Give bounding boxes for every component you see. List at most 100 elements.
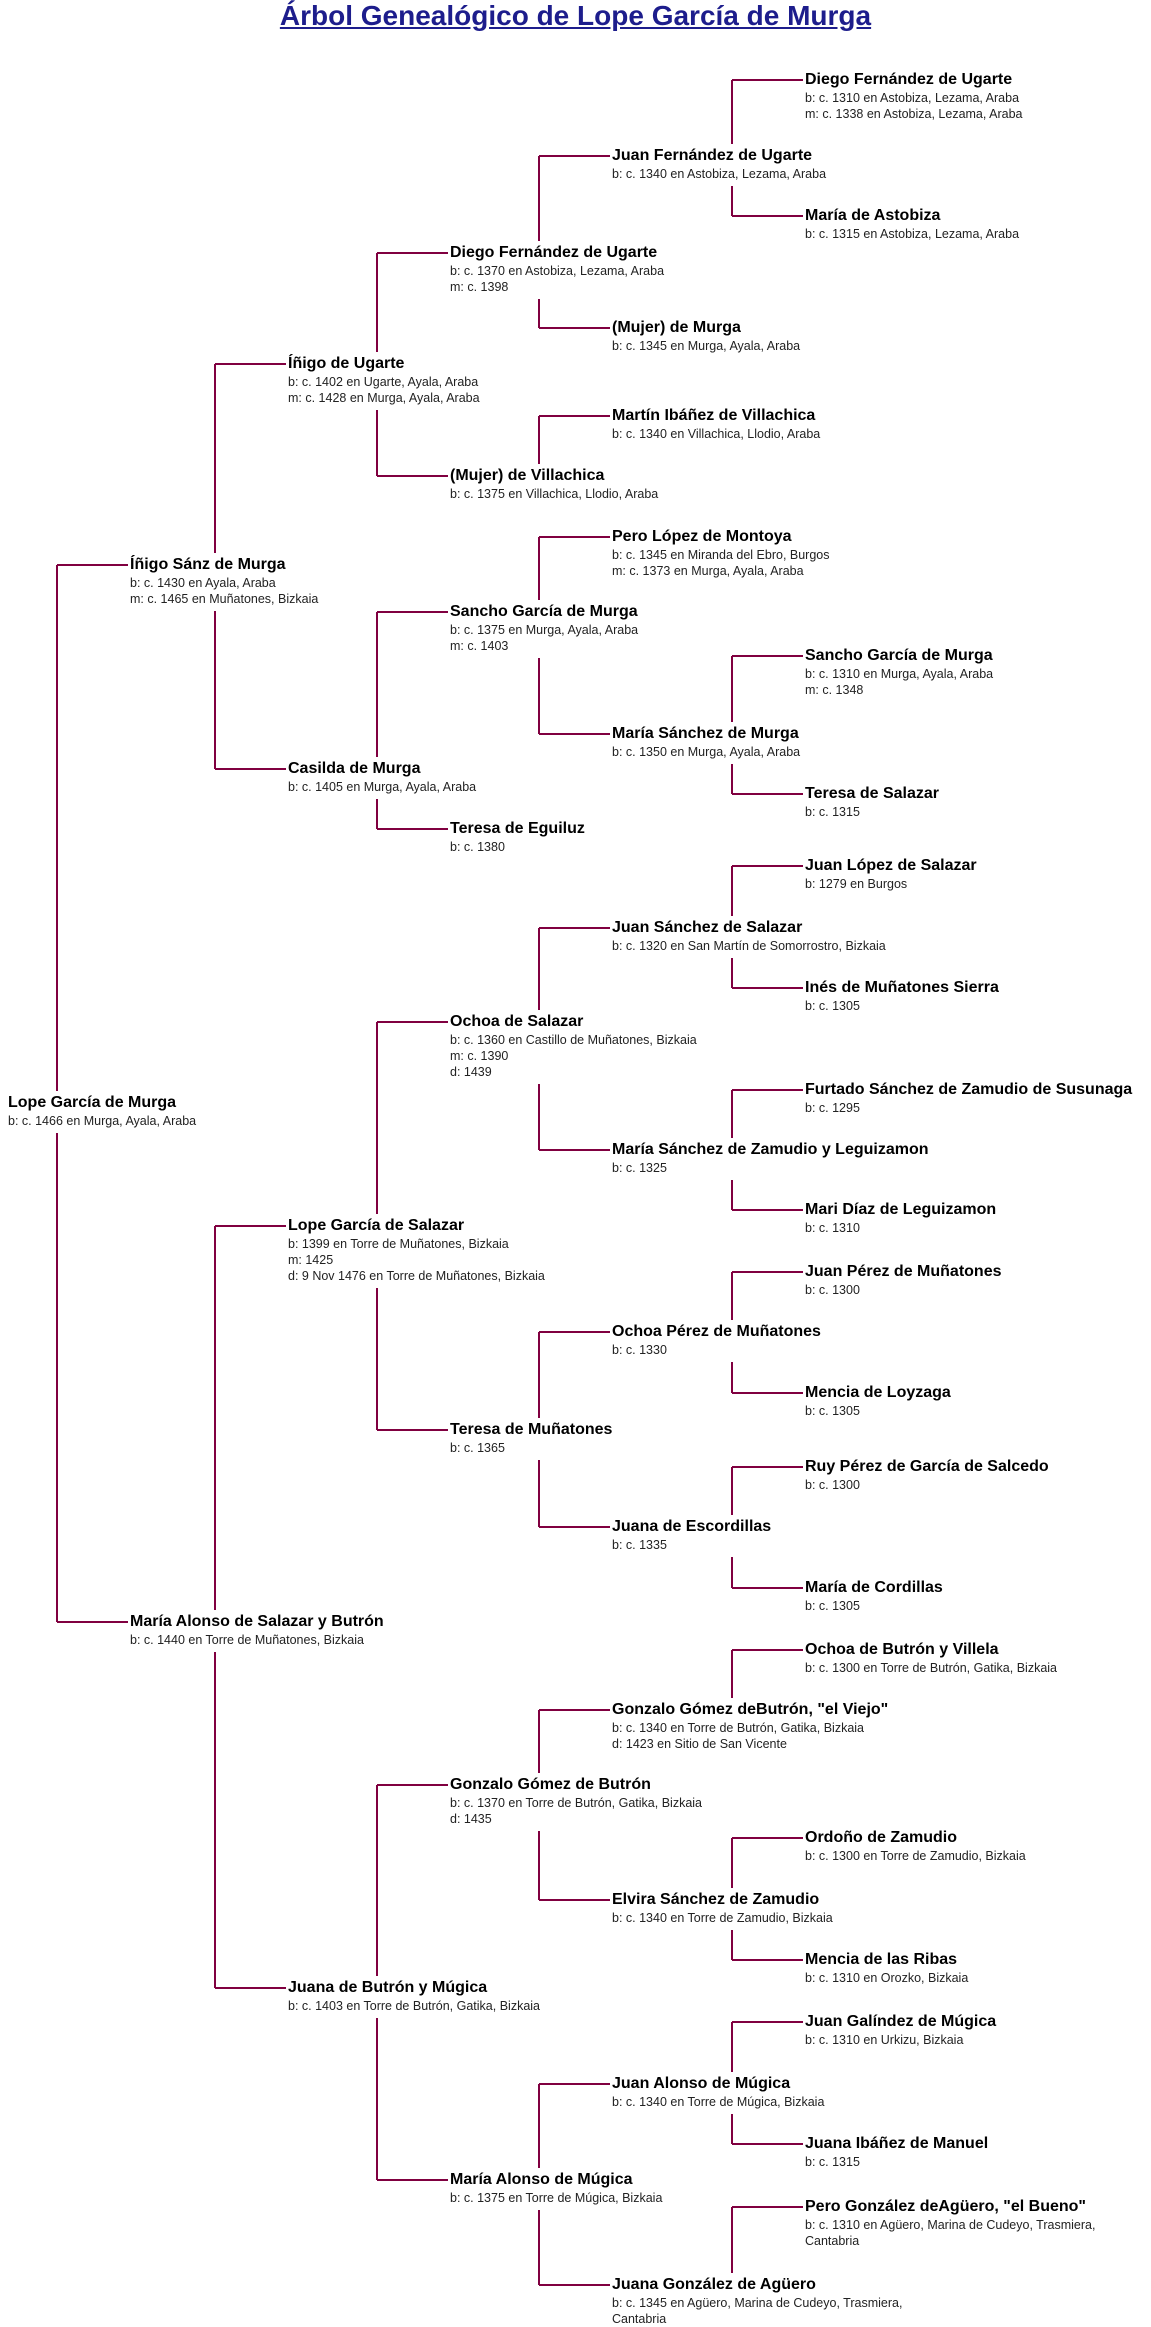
person-maria-sanchez-de-murga: María Sánchez de Murga b: c. 1350 en Murg… bbox=[612, 724, 800, 760]
person-detail: Cantabria bbox=[612, 2312, 667, 2326]
person-mujer-de-murga: (Mujer) de Murga b: c. 1345 en Murga, Aya… bbox=[612, 318, 800, 354]
person-name: Juan Fernández de Ugarte bbox=[612, 147, 813, 164]
person-name: Mencia de las Ribas bbox=[805, 1951, 958, 1968]
person-name: Juana de Escordillas bbox=[612, 1518, 772, 1535]
person-detail: b: c. 1335 bbox=[612, 1538, 667, 1552]
person-detail: b: c. 1370 en Astobiza, Lezama, Araba bbox=[450, 264, 665, 278]
person-detail: b: c. 1375 en Torre de Múgica, Bizkaia bbox=[450, 2191, 663, 2205]
person-detail: m: c. 1373 en Murga, Ayala, Araba bbox=[612, 564, 804, 578]
person-detail: m: c. 1465 en Muñatones, Bizkaia bbox=[130, 592, 319, 606]
person-detail: b: c. 1365 bbox=[450, 1441, 505, 1455]
person-detail: m: 1425 bbox=[288, 1253, 334, 1267]
person-name: Teresa de Eguiluz bbox=[450, 820, 585, 837]
person-detail: m: c. 1398 bbox=[450, 280, 509, 294]
person-name: Ochoa Pérez de Muñatones bbox=[612, 1323, 821, 1340]
person-name: Furtado Sánchez de Zamudio de Susunaga bbox=[805, 1081, 1133, 1098]
person-detail: b: c. 1330 bbox=[612, 1343, 667, 1357]
person-detail: b: c. 1350 en Murga, Ayala, Araba bbox=[612, 745, 801, 759]
person-detail: m: c. 1428 en Murga, Ayala, Araba bbox=[288, 391, 480, 405]
person-detail: d: 1439 bbox=[450, 1065, 492, 1079]
person-detail: b: c. 1340 en Villachica, Llodio, Araba bbox=[612, 427, 821, 441]
person-name: Juan Alonso de Múgica bbox=[612, 2075, 791, 2092]
person-detail: b: c. 1310 en Astobiza, Lezama, Araba bbox=[805, 91, 1020, 105]
person-detail: b: c. 1305 bbox=[805, 1404, 860, 1418]
person-name: Diego Fernández de Ugarte bbox=[805, 71, 1013, 88]
person-name: María de Astobiza bbox=[805, 207, 941, 224]
person-name: Martín Ibáñez de Villachica bbox=[612, 407, 816, 424]
person-detail: b: c. 1310 en Urkizu, Bizkaia bbox=[805, 2033, 964, 2047]
person-detail: b: c. 1315 bbox=[805, 805, 860, 819]
person-detail: b: c. 1466 en Murga, Ayala, Araba bbox=[8, 1114, 197, 1128]
person-name: Ochoa de Salazar bbox=[450, 1013, 584, 1030]
person-detail: b: c. 1345 en Miranda del Ebro, Burgos bbox=[612, 548, 830, 562]
person-detail: m: c. 1348 bbox=[805, 683, 864, 697]
page-title: Árbol Genealógico de Lope García de Murg… bbox=[279, 0, 872, 31]
person-name: Teresa de Salazar bbox=[805, 785, 940, 802]
person-diego-fernandez-de-ugarte: Diego Fernández de Ugarte b: c. 1310 en A… bbox=[805, 70, 1023, 122]
person-inigo-de-ugarte: Íñigo de Ugarte b: c. 1402 en Ugarte, Aya… bbox=[288, 354, 480, 406]
person-name: María de Cordillas bbox=[805, 1579, 943, 1596]
person-name: (Mujer) de Murga bbox=[612, 319, 741, 336]
person-detail: b: c. 1305 bbox=[805, 999, 860, 1013]
person-detail: b: c. 1295 bbox=[805, 1101, 860, 1115]
person-detail: b: c. 1300 en Torre de Zamudio, Bizkaia bbox=[805, 1849, 1026, 1863]
person-name: (Mujer) de Villachica bbox=[450, 467, 605, 484]
person-ines-de-munatones-sierra: Inés de Muñatones Sierra b: c. 1305 bbox=[805, 978, 999, 1014]
person-detail: b: c. 1300 en Torre de Butrón, Gatika, B… bbox=[805, 1661, 1057, 1675]
person-name: Pero González deAgüero, "el Bueno" bbox=[805, 2198, 1086, 2215]
person-name: Gonzalo Gómez deButrón, "el Viejo" bbox=[612, 1701, 889, 1718]
person-name: Juan López de Salazar bbox=[805, 857, 977, 874]
person-detail: d: 1423 en Sitio de San Vicente bbox=[612, 1737, 787, 1751]
person-detail: b: c. 1315 en Astobiza, Lezama, Araba bbox=[805, 227, 1020, 241]
person-detail: m: c. 1338 en Astobiza, Lezama, Araba bbox=[805, 107, 1023, 121]
person-name: María Sánchez de Murga bbox=[612, 725, 799, 742]
person-detail: b: c. 1405 en Murga, Ayala, Araba bbox=[288, 780, 477, 794]
person-detail: b: c. 1430 en Ayala, Araba bbox=[130, 576, 276, 590]
person-detail: m: c. 1390 bbox=[450, 1049, 509, 1063]
person-juan-fernandez-de-ugarte: Juan Fernández de Ugarte b: c. 1340 en As… bbox=[612, 146, 826, 182]
person-maria-alonso-de-mugica: María Alonso de Múgica b: c. 1375 en Torr… bbox=[450, 2170, 662, 2206]
person-name: Íñigo de Ugarte bbox=[288, 355, 405, 372]
person-detail: b: c. 1340 en Torre de Butrón, Gatika, B… bbox=[612, 1721, 864, 1735]
person-detail: b: c. 1375 en Murga, Ayala, Araba bbox=[450, 623, 639, 637]
person-name: Mencia de Loyzaga bbox=[805, 1384, 951, 1401]
person-detail: Cantabria bbox=[805, 2234, 860, 2248]
person-mencia-de-loyzaga: Mencia de Loyzaga b: c. 1305 bbox=[805, 1383, 951, 1419]
person-detail: b: c. 1340 en Astobiza, Lezama, Araba bbox=[612, 167, 827, 181]
person-name: Juan Pérez de Muñatones bbox=[805, 1263, 1002, 1280]
person-detail: d: 1435 bbox=[450, 1812, 492, 1826]
person-gonzalo-gomez-debutron-el-viejo: Gonzalo Gómez deButrón, "el Viejo" b: c. … bbox=[612, 1700, 888, 1752]
person-detail: b: c. 1403 en Torre de Butrón, Gatika, B… bbox=[288, 1999, 540, 2013]
person-martin-ibanez-de-villachica: Martín Ibáñez de Villachica b: c. 1340 en… bbox=[612, 406, 820, 442]
person-name: Elvira Sánchez de Zamudio bbox=[612, 1891, 820, 1908]
person-name: Ruy Pérez de García de Salcedo bbox=[805, 1458, 1049, 1475]
person-name: María Sánchez de Zamudio y Leguizamon bbox=[612, 1141, 929, 1158]
person-name: Inés de Muñatones Sierra bbox=[805, 979, 999, 996]
person-name: Juana González de Agüero bbox=[612, 2276, 816, 2293]
person-name: Juan Sánchez de Salazar bbox=[612, 919, 803, 936]
person-detail: b: c. 1310 bbox=[805, 1221, 860, 1235]
person-detail: b: c. 1402 en Ugarte, Ayala, Araba bbox=[288, 375, 479, 389]
person-name: Gonzalo Gómez de Butrón bbox=[450, 1776, 651, 1793]
person-detail: b: c. 1340 en Torre de Múgica, Bizkaia bbox=[612, 2095, 825, 2109]
person-name: María Alonso de Múgica bbox=[450, 2171, 633, 2188]
person-detail: b: c. 1345 en Murga, Ayala, Araba bbox=[612, 339, 801, 353]
person-name: Diego Fernández de Ugarte bbox=[450, 244, 658, 261]
